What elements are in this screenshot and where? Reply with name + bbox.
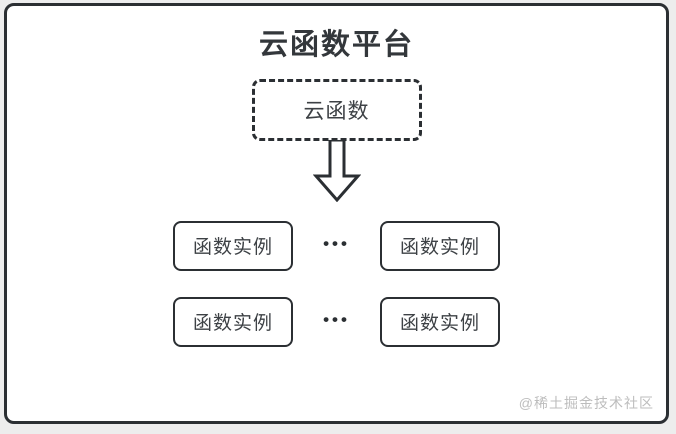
function-instance-box: 函数实例 xyxy=(173,220,293,271)
cloud-function-label: 云函数 xyxy=(303,99,370,123)
ellipsis: ••• xyxy=(323,234,350,254)
function-instance-label: 函数实例 xyxy=(192,313,273,335)
page-title: 云函数平台 xyxy=(258,29,414,61)
function-instance-label: 函数实例 xyxy=(192,237,273,259)
ellipsis: ••• xyxy=(323,310,350,330)
function-instance-box: 函数实例 xyxy=(380,296,500,347)
instance-grid: 函数实例 ••• 函数实例 函数实例 ••• 函数实例 xyxy=(173,220,500,347)
watermark: @稀土掘金技术社区 xyxy=(518,395,654,411)
function-instance-label: 函数实例 xyxy=(399,237,480,259)
function-instance-box: 函数实例 xyxy=(173,296,293,347)
function-instance-label: 函数实例 xyxy=(399,313,480,335)
instance-row: 函数实例 ••• 函数实例 xyxy=(173,220,500,271)
down-arrow-icon xyxy=(312,139,361,202)
function-instance-box: 函数实例 xyxy=(380,220,500,271)
diagram-canvas: 云函数平台 云函数 函数实例 ••• 函数实例 函数实例 ••• 函数实例 xyxy=(4,3,669,424)
cloud-function-box: 云函数 xyxy=(251,78,422,141)
instance-row: 函数实例 ••• 函数实例 xyxy=(173,296,500,347)
